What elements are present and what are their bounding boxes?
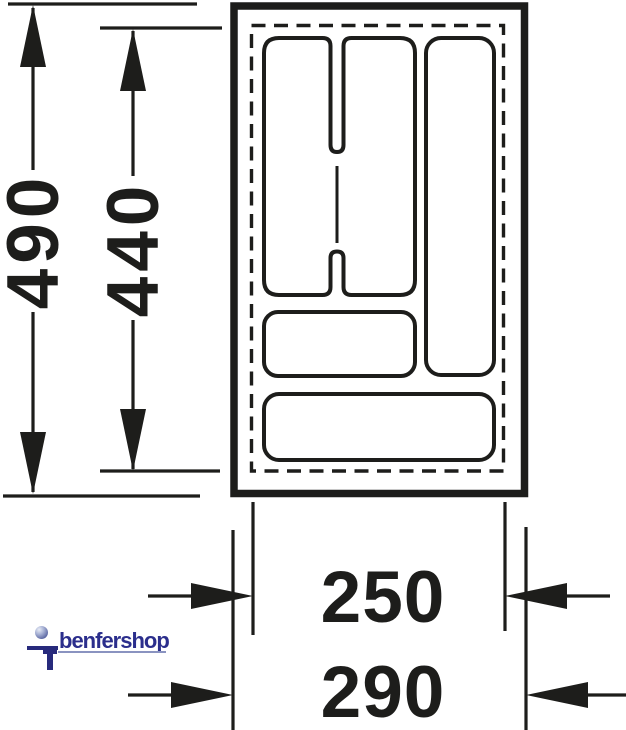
dim-label-height-cut: 440 (93, 181, 174, 318)
arrow-440-down-icon (120, 409, 146, 471)
arrow-490-up-icon (20, 5, 46, 67)
arrow-250-left-icon (191, 583, 253, 609)
dimension-lines (3, 2, 626, 730)
compartment-left-middle (262, 36, 417, 297)
arrow-490-down-icon (20, 432, 46, 494)
compartment-bottom-wide (262, 392, 496, 462)
compartment-right-tall (424, 36, 496, 377)
tray-cut-line-dashed (249, 23, 506, 473)
vendor-logo: benfershop (26, 626, 171, 674)
compartment-middle-lower (262, 310, 417, 378)
logo-table-bar (27, 646, 58, 650)
logo-text: benfershop (59, 628, 170, 653)
logo-t-stem (47, 653, 53, 670)
arrow-290-left-icon (171, 682, 233, 708)
tray-outer-frame (230, 2, 529, 498)
logo-ball-icon (35, 626, 48, 639)
logo-underline (58, 650, 166, 653)
dimension-arrowheads (20, 5, 588, 708)
logo-t-crossbar (43, 650, 57, 654)
dim-label-width-outer: 290 (321, 652, 446, 730)
arrow-290-right-icon (526, 682, 588, 708)
dim-label-width-cut: 250 (321, 557, 446, 638)
arrow-250-right-icon (505, 583, 567, 609)
arrow-440-up-icon (120, 29, 146, 91)
dim-label-height-outer: 490 (0, 173, 74, 310)
